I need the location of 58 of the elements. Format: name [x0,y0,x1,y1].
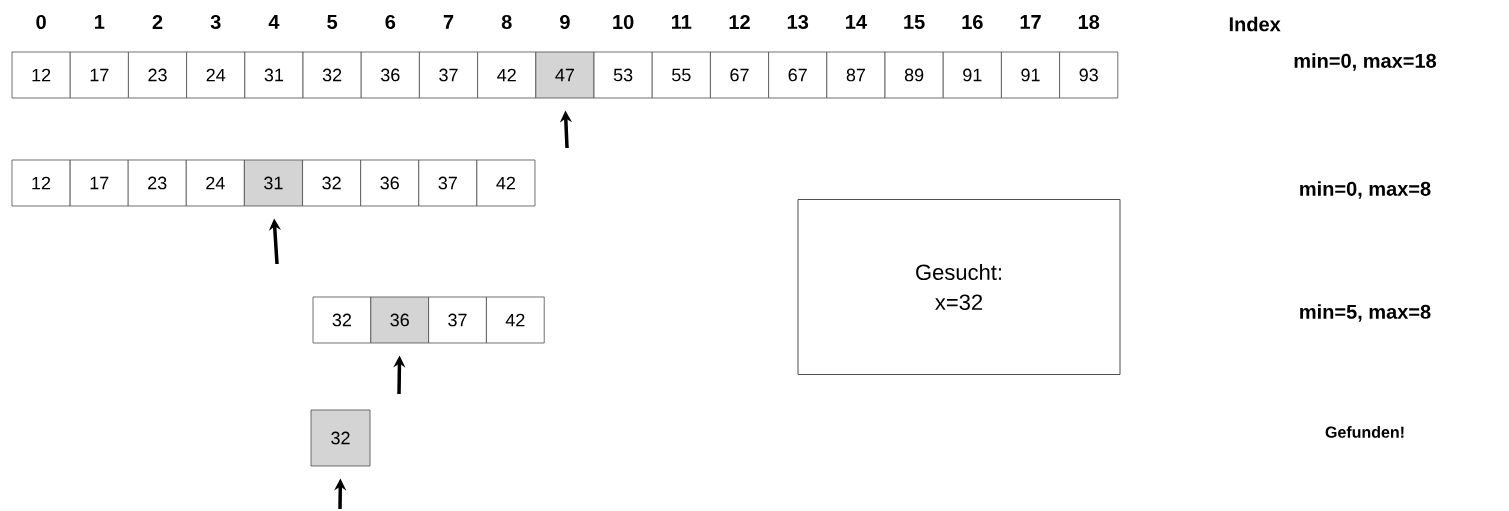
index-number: 9 [560,14,570,30]
index-number: 3 [210,14,221,30]
array-cell: 36 [360,159,420,207]
array-cell: 36 [370,296,429,344]
array-cell: 12 [11,159,71,207]
array-cell: 37 [428,296,487,344]
array-cell: 53 [593,51,653,99]
array-cell: 31 [243,159,303,207]
array-cell: 23 [128,51,187,99]
array-cell: 23 [127,159,187,207]
array-cell: 87 [826,51,886,99]
array-cell: 91 [942,51,1002,99]
array-cell: 17 [69,159,129,207]
range-label: min=0, max=18 [1294,53,1437,71]
array-cell: 12 [11,51,71,99]
index-number: 13 [787,14,809,30]
index-number: 2 [152,15,163,29]
array-cell: 31 [244,51,304,99]
array-cell: 37 [418,159,478,207]
array-cell: 42 [476,159,536,207]
index-number: 5 [327,15,338,29]
array-cell: 91 [1001,51,1060,99]
array-cell: 55 [651,51,711,99]
index-number: 12 [729,15,750,29]
array-cell: 24 [185,159,245,207]
index-number: 6 [385,14,396,30]
array-cell: 89 [884,51,944,99]
array-cell: 17 [69,51,129,99]
column-heading: Index [1229,16,1281,32]
index-number: 1 [95,15,105,29]
index-number: 4 [268,15,280,29]
array-cell: 37 [419,51,478,99]
array-cell: 93 [1059,51,1119,99]
search-box: Gesucht: x=32 [797,199,1121,375]
index-number: 11 [672,15,692,29]
array-cell: 67 [768,51,828,99]
array-cell: 42 [477,51,537,99]
index-number: 17 [1020,15,1041,29]
array-cell: 47 [535,51,595,99]
range-label: min=0, max=8 [1300,181,1431,199]
array-cell: 24 [186,51,246,99]
array-cell: 32 [310,409,371,467]
array-cell: 42 [486,296,545,344]
index-number: 10 [613,14,634,30]
index-number: 15 [904,15,925,29]
index-number: 8 [501,14,512,30]
index-number: 16 [962,14,983,30]
array-cell: 32 [302,51,362,99]
index-number: 14 [846,15,867,29]
index-number: 18 [1078,14,1100,30]
array-cell: 32 [302,159,362,207]
index-number: 0 [36,14,46,30]
range-label: min=5, max=8 [1300,304,1431,322]
array-cell: 32 [312,296,372,344]
index-number: 7 [443,15,454,29]
array-cell: 36 [360,51,420,99]
array-cell: 67 [710,51,769,99]
result-label: Gefunden! [1325,426,1404,438]
